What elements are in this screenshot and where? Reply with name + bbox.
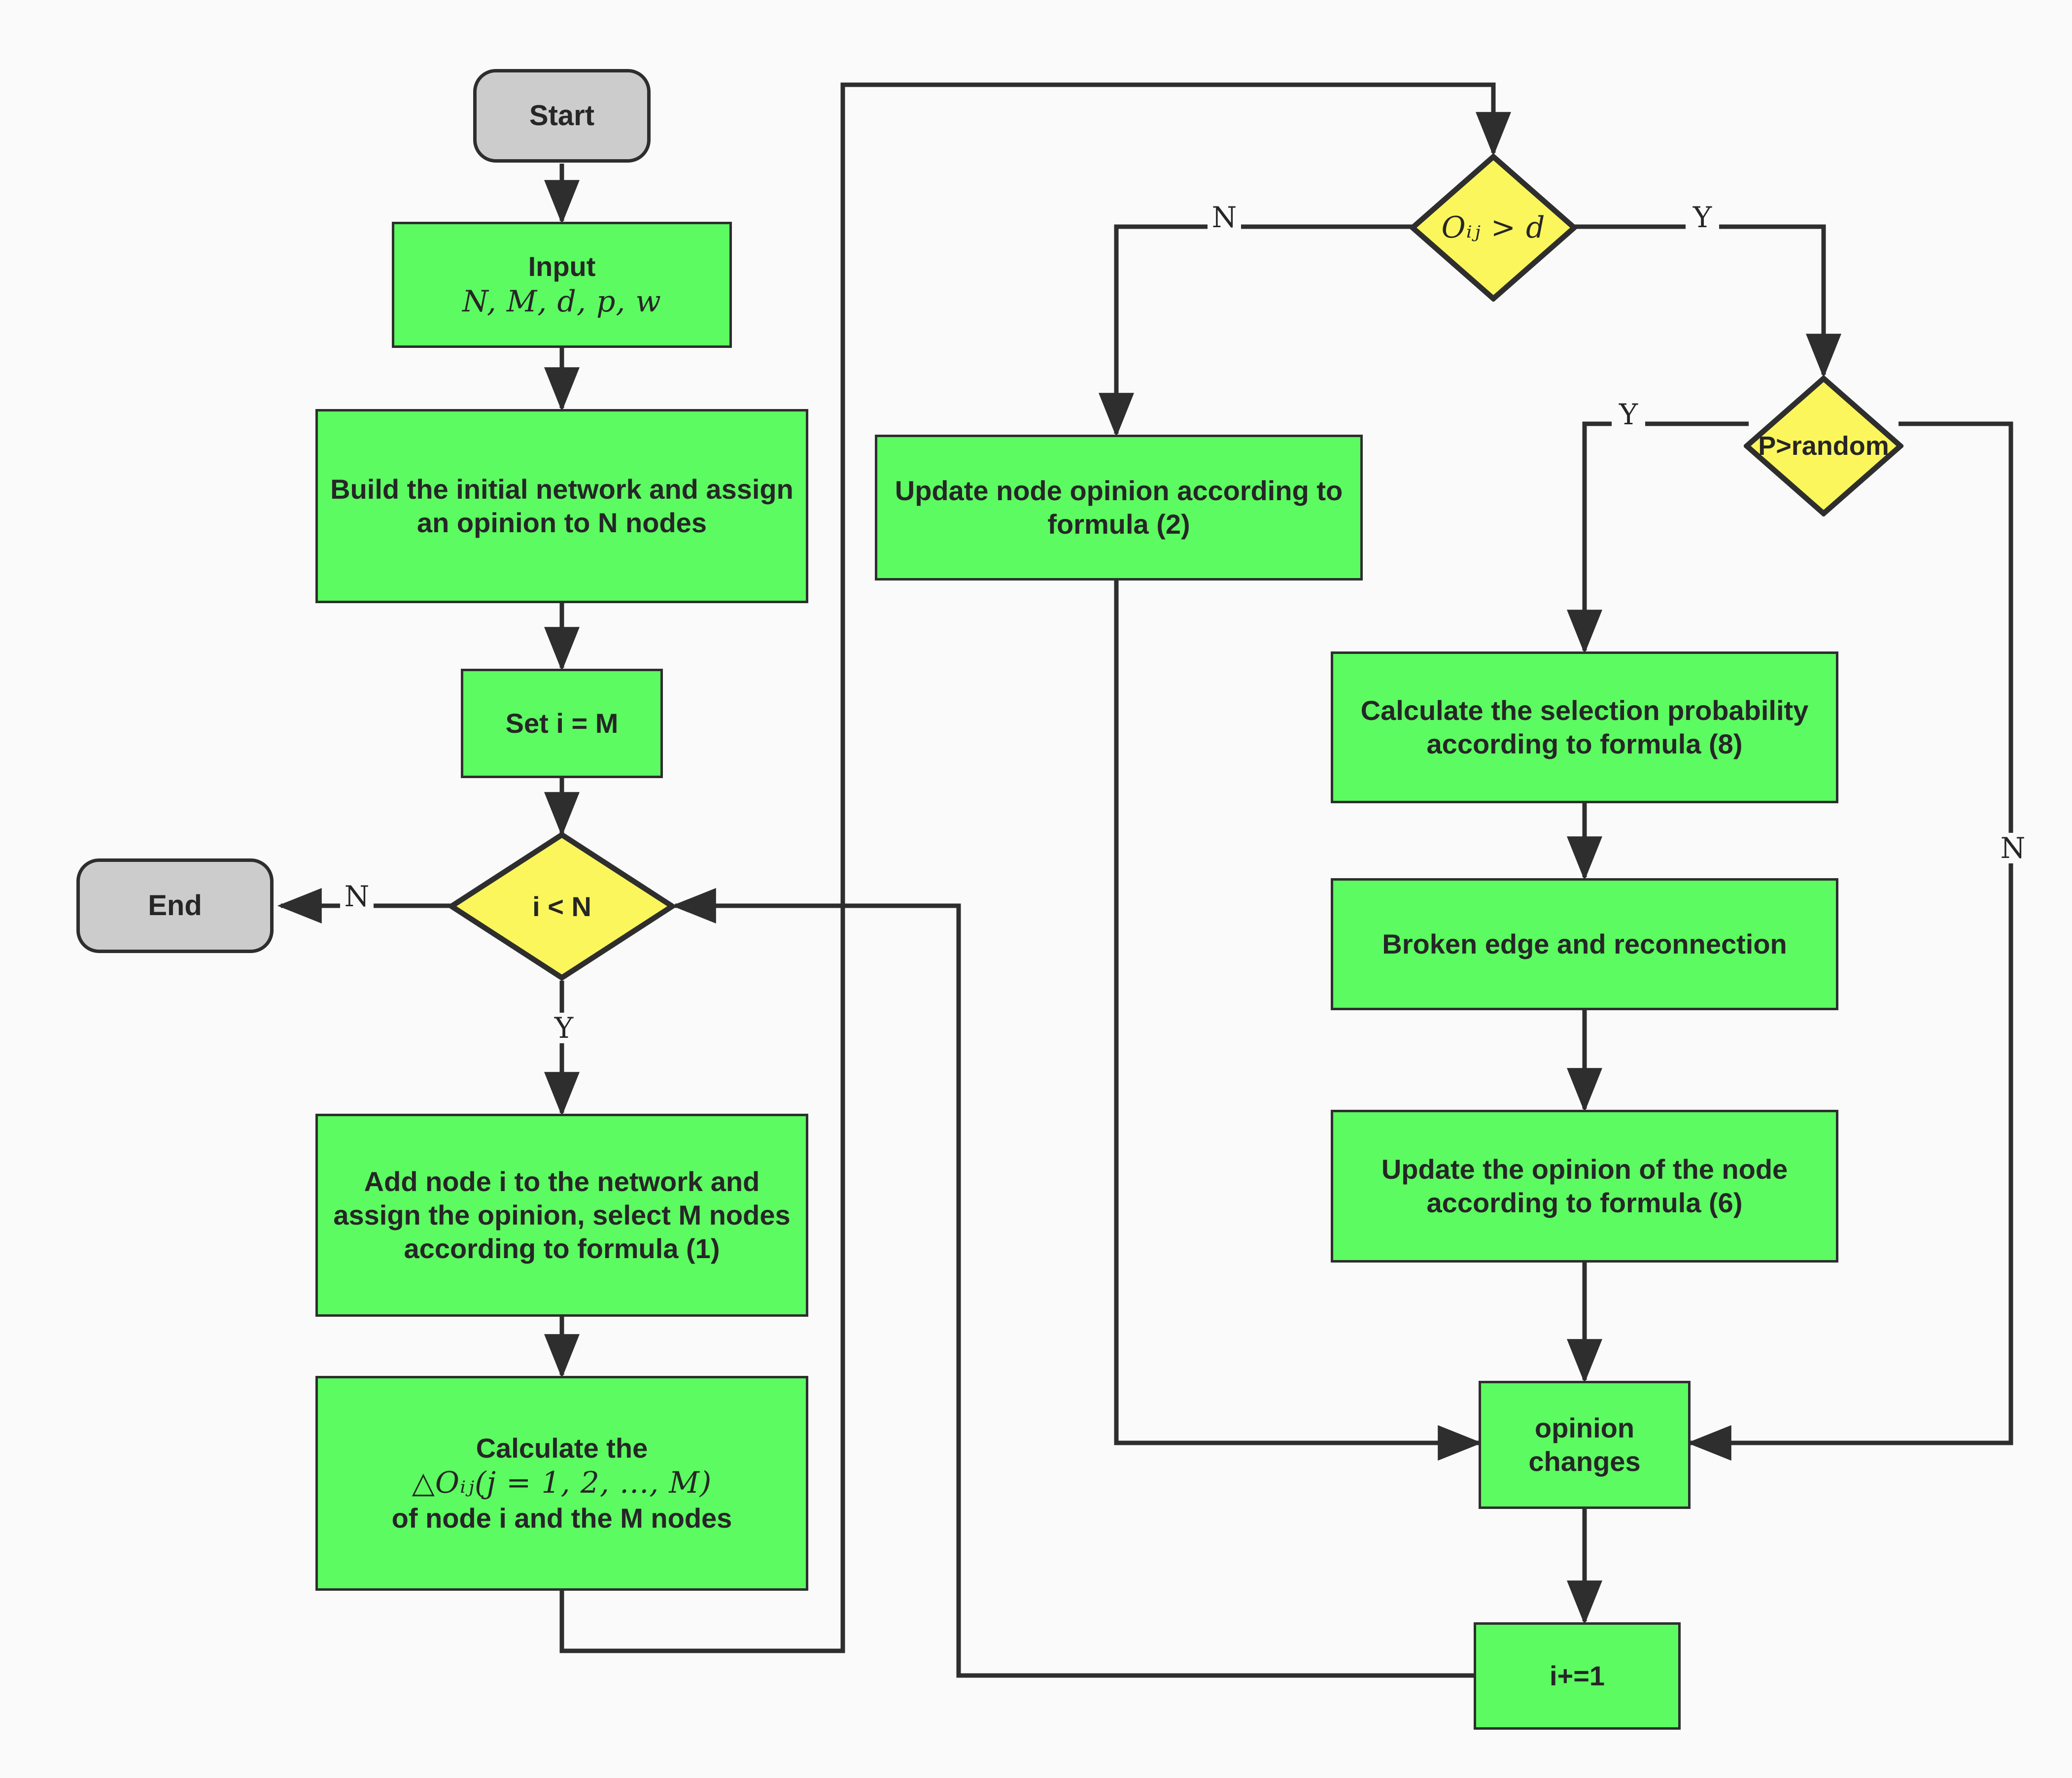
node-calculate-delta-line3: of node i and the M nodes: [391, 1502, 732, 1534]
node-decision-p-gt-random[interactable]: P>random: [1744, 376, 1903, 516]
node-add-node[interactable]: Add node i to the network and assign the…: [315, 1114, 808, 1317]
node-decision-i-lt-n[interactable]: i < N: [449, 832, 675, 981]
edge-label-i-lt-n-no: N: [340, 881, 374, 912]
edge-label-p-yes: Y: [1612, 399, 1645, 430]
node-input-params: N, M, d, p, w: [462, 284, 661, 319]
node-update-formula-2[interactable]: Update node opinion according to formula…: [875, 435, 1363, 581]
node-set-i-label: Set i = M: [505, 707, 619, 739]
node-set-i[interactable]: Set i = M: [461, 669, 663, 778]
node-end-label: End: [148, 889, 202, 922]
diamond-shape-i-lt-n: [449, 832, 675, 981]
node-opinion-changes[interactable]: opinion changes: [1479, 1381, 1691, 1509]
node-end[interactable]: End: [76, 858, 274, 953]
node-calculate-delta-line1: Calculate the: [476, 1433, 648, 1464]
node-opinion-changes-label: opinion changes: [1528, 1412, 1641, 1477]
node-broken-edge-label: Broken edge and reconnection: [1382, 928, 1787, 959]
node-calc-selection-prob[interactable]: Calculate the selection probability acco…: [1331, 651, 1838, 803]
edge-label-oij-no: N: [1208, 202, 1241, 233]
node-build-network-label: Build the initial network and assign an …: [330, 473, 794, 538]
diamond-shape-p-gt-random: [1744, 376, 1903, 516]
node-update-formula-6-label: Update the opinion of the node according…: [1381, 1153, 1788, 1218]
node-increment-label: i+=1: [1549, 1660, 1605, 1691]
node-calculate-delta[interactable]: Calculate the △Oᵢⱼ(j = 1, 2, ..., M) of …: [315, 1376, 808, 1591]
node-update-formula-6[interactable]: Update the opinion of the node according…: [1331, 1110, 1838, 1263]
node-calc-selection-prob-label: Calculate the selection probability acco…: [1360, 694, 1809, 759]
node-input[interactable]: Input N, M, d, p, w: [392, 222, 732, 348]
node-broken-edge[interactable]: Broken edge and reconnection: [1331, 878, 1838, 1010]
node-increment[interactable]: i+=1: [1474, 1622, 1681, 1730]
node-decision-oij-gt-d[interactable]: Oᵢⱼ > d: [1410, 154, 1577, 302]
edge-label-oij-yes: Y: [1686, 202, 1719, 233]
node-calculate-delta-formula: △Oᵢⱼ(j = 1, 2, ..., M): [412, 1466, 712, 1501]
node-update-formula-2-label: Update node opinion according to formula…: [895, 475, 1343, 540]
node-start-label: Start: [529, 99, 595, 132]
node-build-network[interactable]: Build the initial network and assign an …: [315, 409, 808, 603]
node-start[interactable]: Start: [473, 69, 651, 163]
node-input-title: Input: [528, 251, 596, 282]
node-add-node-label: Add node i to the network and assign the…: [333, 1165, 791, 1265]
diamond-shape-oij-gt-d: [1410, 154, 1577, 302]
edge-label-i-lt-n-yes: Y: [547, 1013, 581, 1043]
edge-label-p-no: N: [1996, 833, 2030, 863]
